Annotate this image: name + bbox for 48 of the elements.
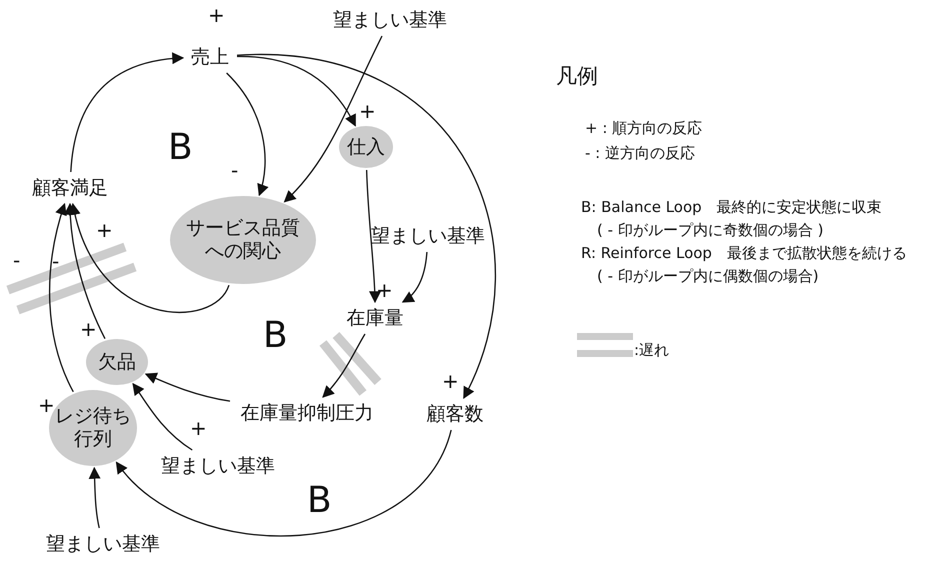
variable-label: 望ましい基準 — [159, 452, 277, 480]
legend-text: - : 逆方向の反応 — [585, 146, 696, 161]
legend-text: + : 順方向の反応 — [585, 121, 702, 136]
legend-text: B: Balance Loop 最終的に安定状態に収束 — [581, 200, 882, 215]
arrow — [88, 466, 101, 528]
arrow — [70, 202, 230, 313]
arrow — [116, 430, 452, 536]
variable-label: 望ましい基準 — [371, 222, 485, 250]
variable-label: 在庫量 — [338, 304, 412, 332]
arrow — [226, 72, 268, 196]
polarity-sign: - — [13, 250, 20, 270]
variable-label: 顧客数 — [421, 400, 489, 428]
legend-text: ( - 印がループ内に奇数個の場合 ) — [597, 223, 824, 238]
variable-ellipse: 欠品 — [86, 339, 148, 385]
loop-marker: B — [307, 483, 332, 519]
arrow — [322, 334, 366, 398]
arrow — [64, 202, 106, 339]
variable-label: 望ましい基準 — [44, 530, 162, 558]
arrow — [402, 252, 428, 303]
polarity-sign: - — [52, 251, 60, 271]
legend-text: ( - 印がループ内に偶数個の場合) — [597, 269, 819, 284]
legend-text: :遅れ — [634, 343, 670, 358]
loop-marker: B — [168, 130, 193, 166]
arrow — [284, 36, 383, 203]
arrow — [366, 170, 381, 304]
legend-text: R: Reinforce Loop 最後まで拡散状態を続ける — [581, 246, 907, 261]
polarity-sign: + — [80, 319, 97, 339]
legend-heading: 凡例 — [556, 66, 598, 87]
polarity-sign: + — [190, 418, 207, 438]
loop-marker: B — [263, 318, 288, 354]
variable-label: 顧客満足 — [23, 174, 117, 202]
arrow — [70, 52, 184, 172]
variable-ellipse: サービス品質への関心 — [170, 196, 316, 284]
polarity-sign: + — [442, 371, 459, 391]
polarity-sign: + — [96, 220, 113, 240]
arrow — [144, 372, 230, 402]
polarity-sign: - — [231, 160, 238, 180]
variable-label: 売上 — [185, 43, 235, 71]
variable-label: 望ましい基準 — [333, 6, 447, 34]
arrow — [236, 56, 356, 127]
arrow — [132, 382, 193, 451]
polarity-sign: + — [376, 280, 393, 300]
variable-label: 在庫量抑制圧力 — [232, 399, 382, 427]
variable-ellipse: 仕入 — [339, 126, 393, 168]
arrow — [49, 202, 74, 392]
arrow — [237, 54, 496, 400]
polarity-sign: + — [208, 5, 225, 25]
polarity-sign: + — [359, 101, 376, 121]
